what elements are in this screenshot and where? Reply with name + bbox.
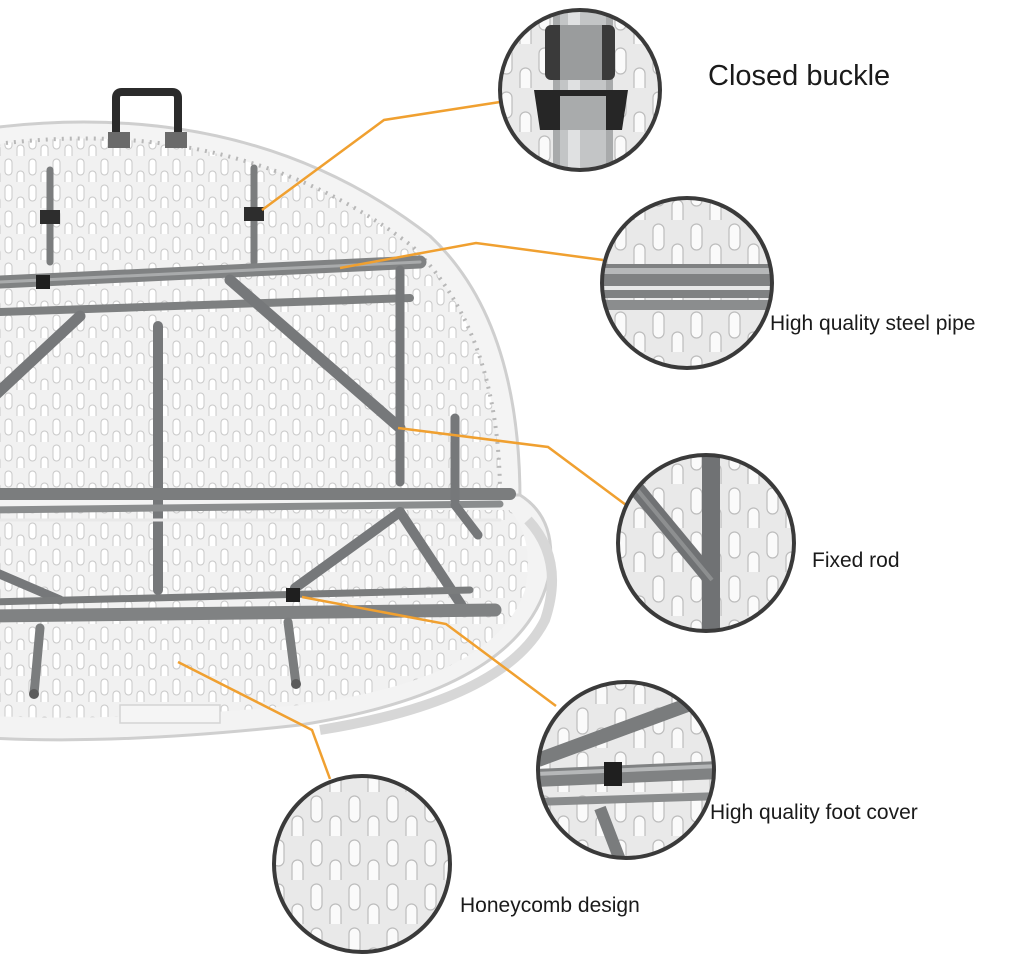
leader-foot-cover — [301, 595, 557, 708]
leader-lines — [177, 100, 627, 780]
callout-fixed-rod: Fixed rod — [812, 549, 900, 572]
detail-steel-pipe — [600, 196, 774, 370]
callout-foot-cover: High quality foot cover — [710, 801, 918, 824]
detail-honeycomb — [272, 774, 452, 954]
leader-fixed-rod — [397, 426, 627, 507]
detail-closed-buckle — [498, 8, 662, 172]
leader-closed-buckle — [261, 100, 501, 212]
detail-fixed-rod — [616, 453, 796, 633]
detail-foot-cover — [536, 680, 716, 860]
detail-ring — [498, 8, 662, 172]
leader-honeycomb — [177, 660, 332, 780]
carry-handle — [108, 88, 187, 148]
leader-steel-pipe — [339, 241, 604, 270]
folding-table — [0, 88, 558, 742]
callout-steel-pipe: High quality steel pipe — [770, 312, 976, 335]
callout-closed-buckle: Closed buckle — [708, 60, 891, 92]
callout-honeycomb: Honeycomb design — [460, 894, 640, 917]
